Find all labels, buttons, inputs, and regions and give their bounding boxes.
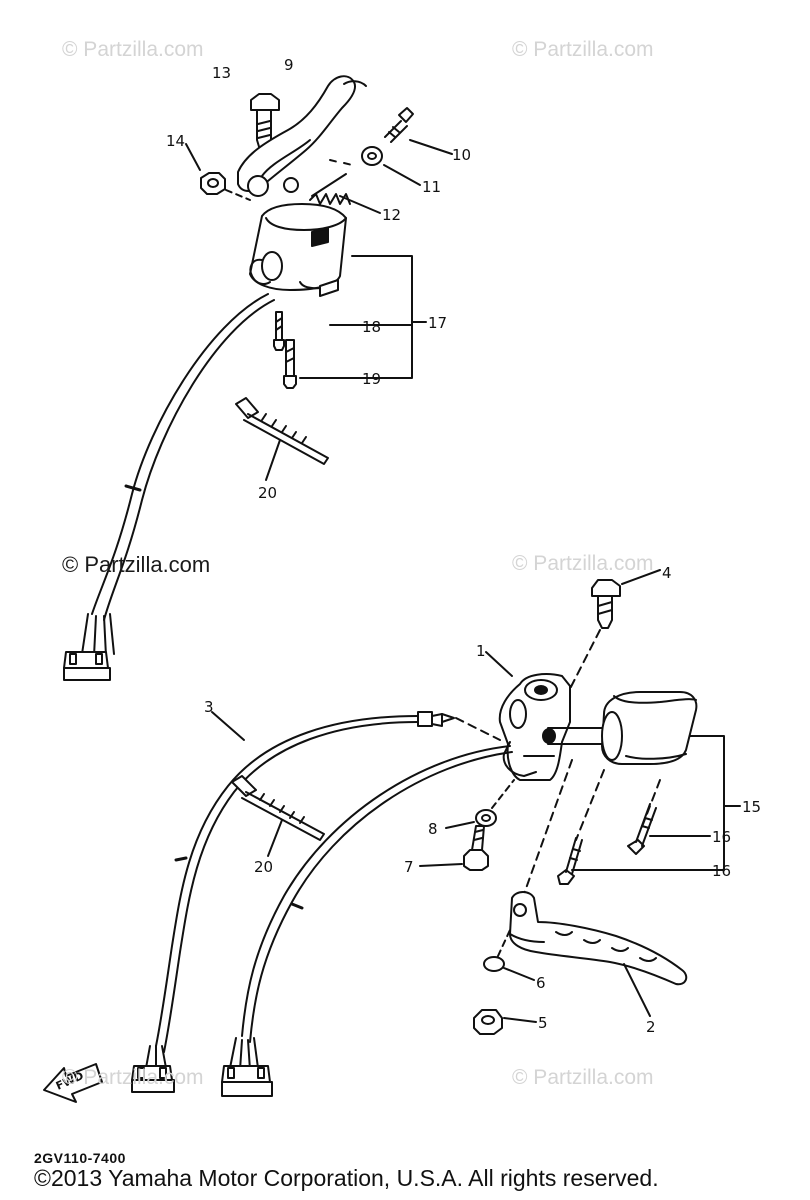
callout-4: 4 <box>662 564 672 582</box>
callout-15: 15 <box>742 798 761 816</box>
assembly-line-14 <box>225 189 251 201</box>
callout-1: 1 <box>476 642 486 660</box>
callout-16-lower: 16 <box>712 862 731 880</box>
washer-8 <box>475 809 497 827</box>
watermark: © Partzilla.com <box>512 1066 654 1089</box>
spring-12 <box>309 173 351 205</box>
leader-11 <box>383 164 421 186</box>
bolt-4 <box>591 579 621 629</box>
watermark: © Partzilla.com <box>62 1066 204 1089</box>
screw-10 <box>384 107 414 143</box>
front-brake-lever-9 <box>237 75 367 197</box>
clutch-holder-1 <box>498 673 571 781</box>
assembly-line-2 <box>523 759 573 895</box>
connector-left <box>131 1045 175 1093</box>
callout-13: 13 <box>212 64 231 82</box>
callout-8: 8 <box>428 820 438 838</box>
callout-18: 18 <box>362 318 381 336</box>
copyright-notice: ©2013 Yamaha Motor Corporation, U.S.A. A… <box>34 1165 659 1191</box>
leader-1 <box>485 651 513 677</box>
leader-20-upper <box>265 439 281 481</box>
leader-7 <box>419 863 463 867</box>
wire-harness-lower <box>241 745 513 1043</box>
wire-harness-upper <box>63 293 275 681</box>
assembly-line-6 <box>497 929 511 957</box>
leader-12 <box>339 195 381 214</box>
leader-6 <box>503 967 535 981</box>
leader-5 <box>503 1017 537 1023</box>
bolt-7 <box>463 825 489 871</box>
forward-arrow-icon <box>43 1063 103 1103</box>
leader-10 <box>409 139 453 155</box>
nut-11 <box>361 146 383 166</box>
callout-6: 6 <box>536 974 546 992</box>
callout-5: 5 <box>538 1014 548 1032</box>
screw-16-lower <box>557 837 583 885</box>
leader-2 <box>623 963 651 1017</box>
connector-right <box>221 1037 273 1097</box>
assembly-line-16a <box>575 769 605 841</box>
cable-tie-20-lower <box>231 775 325 841</box>
callout-11: 11 <box>422 178 441 196</box>
callout-19: 19 <box>362 370 381 388</box>
washer-6 <box>483 956 505 972</box>
handlebar-switch-17 <box>249 203 347 297</box>
callout-16-upper: 16 <box>712 828 731 846</box>
nut-5 <box>473 1009 503 1035</box>
callout-3: 3 <box>204 698 214 716</box>
leader-20-lower <box>267 819 283 857</box>
screw-18 <box>273 311 285 351</box>
clutch-cable-3 <box>155 711 501 1053</box>
watermark: © Partzilla.com <box>62 38 204 61</box>
callout-9: 9 <box>284 56 294 74</box>
watermark: © Partzilla.com <box>62 552 211 577</box>
cable-tie-20-upper <box>235 397 329 465</box>
leader-4 <box>621 569 661 585</box>
callout-14: 14 <box>166 132 185 150</box>
leader-3 <box>211 711 245 741</box>
bracket-15 <box>689 735 725 871</box>
screw-16-upper <box>627 803 657 855</box>
callout-17: 17 <box>428 314 447 332</box>
diagram-code: 2GV110-7400 <box>34 1150 126 1166</box>
assembly-line-8 <box>491 779 515 809</box>
callout-7: 7 <box>404 858 414 876</box>
assembly-line-16b <box>639 779 661 833</box>
screw-19 <box>283 339 297 389</box>
leader-14 <box>185 143 201 171</box>
watermark: © Partzilla.com <box>512 552 654 575</box>
callout-20-lower: 20 <box>254 858 273 876</box>
nut-14 <box>200 172 226 195</box>
handlebar-switch-15 <box>601 691 698 765</box>
clutch-lever-2 <box>509 891 688 986</box>
callout-2: 2 <box>646 1018 656 1036</box>
leader-8 <box>445 821 475 829</box>
assembly-line-11 <box>329 159 353 166</box>
handlebar-stub <box>547 727 607 745</box>
watermark: © Partzilla.com <box>512 38 654 61</box>
bracket-17 <box>351 255 413 379</box>
callout-20-upper: 20 <box>258 484 277 502</box>
callout-12: 12 <box>382 206 401 224</box>
callout-10: 10 <box>452 146 471 164</box>
